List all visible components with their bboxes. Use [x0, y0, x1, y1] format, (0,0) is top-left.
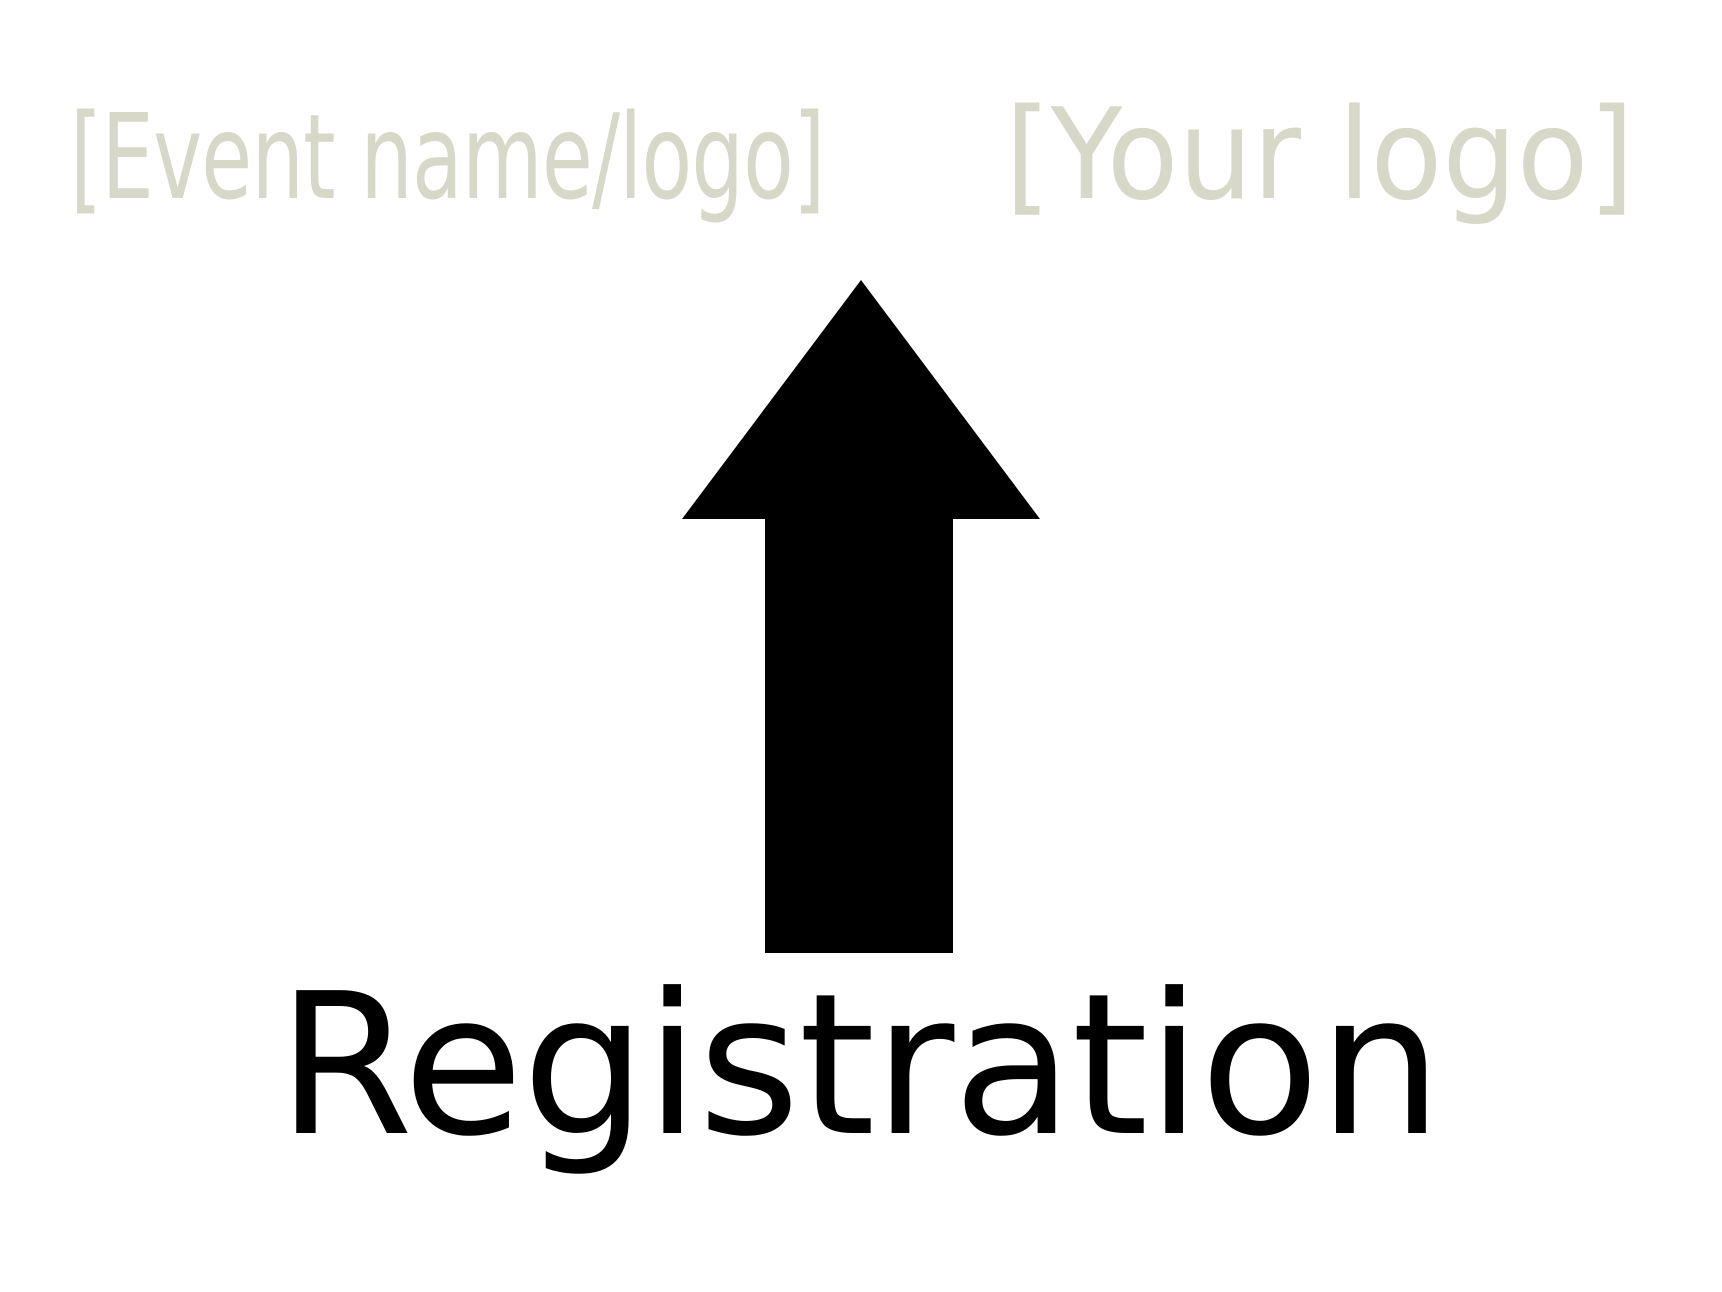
- arrow-up-shape: [682, 280, 1040, 953]
- event-logo-placeholder[interactable]: [Event name/logo]: [70, 88, 825, 226]
- your-logo-placeholder[interactable]: [Your logo]: [1005, 81, 1635, 228]
- arrow-up-icon: [682, 280, 1040, 953]
- page-title: Registration: [0, 0, 1722, 1164]
- registration-label: Registration: [277, 952, 1442, 1180]
